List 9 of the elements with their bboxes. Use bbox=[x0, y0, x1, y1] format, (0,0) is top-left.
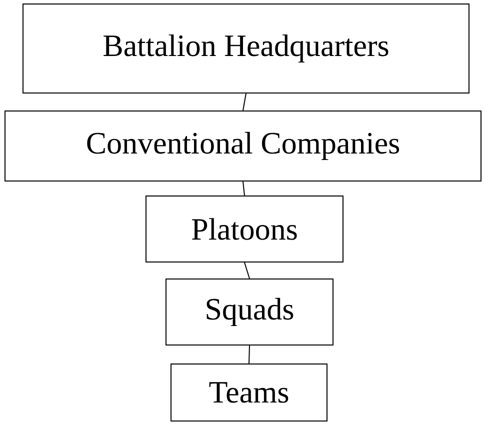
box: Conventional Companies bbox=[4, 110, 482, 182]
box: Squads bbox=[166, 278, 334, 346]
connector-line bbox=[244, 262, 250, 279]
connector-line bbox=[242, 93, 246, 111]
box: Platoons bbox=[146, 196, 344, 262]
connector-line bbox=[242, 181, 245, 196]
box: Battalion Headquarters bbox=[22, 4, 470, 94]
box: Teams bbox=[170, 364, 328, 422]
connector-line bbox=[248, 345, 250, 364]
